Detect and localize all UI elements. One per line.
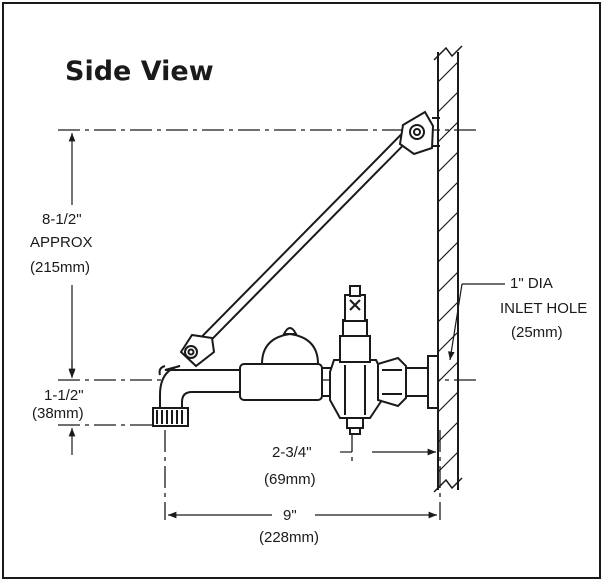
valve-bonnet bbox=[339, 335, 371, 363]
height-label-2: APPROX bbox=[30, 234, 93, 251]
hex-nut bbox=[377, 356, 407, 408]
diagram-title: Side View bbox=[65, 56, 214, 87]
inlet-leader bbox=[447, 283, 505, 361]
wall bbox=[433, 45, 463, 493]
offset-label-2: (69mm) bbox=[264, 471, 316, 488]
faucet bbox=[152, 285, 439, 435]
body-tube bbox=[239, 363, 323, 401]
spout-height-label-2: (38mm) bbox=[32, 405, 84, 422]
height-label-1: 8-1/2" bbox=[42, 211, 82, 228]
rod-lower-bracket bbox=[179, 333, 216, 368]
valve-handle bbox=[344, 294, 366, 322]
inlet-label-1: 1" DIA bbox=[510, 275, 553, 292]
inlet-label-3: (25mm) bbox=[511, 324, 563, 341]
rod-upper-bracket bbox=[398, 110, 440, 156]
valve-body bbox=[329, 359, 383, 419]
height-label-3: (215mm) bbox=[30, 259, 90, 276]
length-label-2: (228mm) bbox=[259, 529, 319, 546]
offset-label-1: 2-3/4" bbox=[272, 444, 312, 461]
length-label-1: 9" bbox=[283, 507, 297, 524]
spout bbox=[159, 365, 246, 413]
diagram-frame bbox=[2, 2, 601, 579]
wall-flange bbox=[427, 355, 439, 409]
body-dome bbox=[260, 332, 320, 365]
support-rod bbox=[179, 110, 440, 368]
inlet-pipe bbox=[405, 367, 429, 397]
spout-height-label-1: 1-1/2" bbox=[44, 387, 84, 404]
reference-lines bbox=[58, 129, 480, 520]
inlet-label-2: INLET HOLE bbox=[500, 300, 587, 317]
